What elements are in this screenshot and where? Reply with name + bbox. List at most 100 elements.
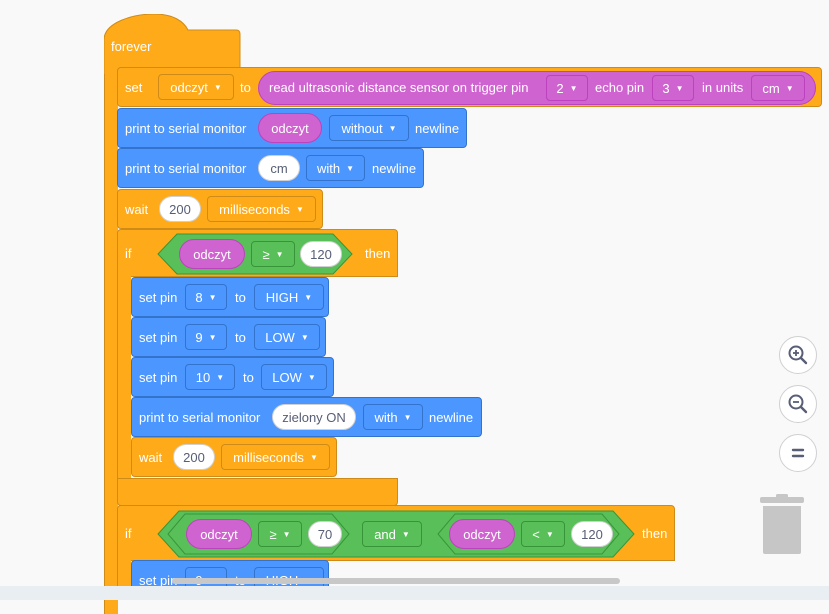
then-label: then [642,526,668,541]
text-input[interactable]: zielony ON [272,404,356,430]
pin-state-dropdown[interactable]: LOW▼ [261,364,327,390]
print-serial-block[interactable]: print to serial monitor zielony ON with▼… [131,397,482,437]
then-label: then [365,246,391,261]
if-block[interactable]: if odczyt ≥▼ 120 then [117,229,398,277]
logic-operator-dropdown[interactable]: and▼ [362,521,422,547]
trash-icon[interactable] [758,494,806,556]
forever-block[interactable]: forever [104,14,241,614]
horizontal-scrollbar[interactable] [172,578,620,584]
zoom-out-button[interactable] [779,385,817,423]
chevron-down-icon: ▼ [569,83,578,93]
variable-reporter-odczyt[interactable]: odczyt [179,239,245,269]
set-pin-label: set pin [139,573,178,588]
text-input[interactable]: cm [258,155,300,181]
pin-value: 8 [195,289,203,305]
variable-dropdown[interactable]: odczyt▼ [158,74,234,100]
operator-dropdown[interactable]: ≥▼ [258,521,302,547]
operator-dropdown[interactable]: ≥▼ [251,241,295,267]
chevron-down-icon: ▼ [300,332,309,342]
time-unit-dropdown[interactable]: milliseconds▼ [221,444,330,470]
reporter-label: odczyt [193,246,231,262]
newline-mode-dropdown[interactable]: with ▼ [306,155,365,181]
code-workspace: { "forever": {"label": "forever"}, "set_… [0,14,829,614]
if-label: if [125,246,132,261]
newline-label: newline [415,121,460,136]
pin-dropdown[interactable]: 10 ▼ [185,364,235,390]
chevron-down-icon: ▼ [401,529,410,539]
number-input[interactable]: 200 [173,444,215,470]
pin-state-value: LOW [272,369,302,385]
mode-value: with [374,409,398,425]
if-label: if [125,526,132,541]
zoom-in-icon [788,345,808,365]
number-input-value: 200 [169,201,191,217]
variable-name: odczyt [170,79,208,95]
operator-value: ≥ [262,246,270,262]
variable-reporter-odczyt[interactable]: odczyt [186,519,252,549]
number-input[interactable]: 120 [300,241,342,267]
pin-dropdown[interactable]: 8▼ [185,284,227,310]
trigger-pin-value: 2 [556,80,564,96]
mode-value: with [316,160,341,176]
number-input[interactable]: 70 [308,521,342,547]
set-pin-label: set pin [139,290,178,305]
newline-mode-dropdown[interactable]: with▼ [363,404,423,430]
number-input-value: 200 [183,449,205,465]
reporter-text: read ultrasonic distance sensor on trigg… [269,80,529,95]
variable-reporter-odczyt[interactable]: odczyt [258,113,322,143]
pin-dropdown[interactable]: 9▼ [185,324,227,350]
set-pin-block[interactable]: set pin 8▼ to HIGH▼ [131,277,329,317]
pin-state-dropdown[interactable]: LOW▼ [254,324,320,350]
chevron-down-icon: ▼ [208,332,217,342]
if-arm [117,276,131,478]
number-input[interactable]: 200 [159,196,201,222]
chevron-down-icon: ▼ [216,372,225,382]
zoom-in-button[interactable] [779,336,817,374]
to-label: to [235,330,246,345]
echo-pin-dropdown[interactable]: 3▼ [652,75,694,101]
chevron-down-icon: ▼ [388,123,397,133]
time-unit-dropdown[interactable]: milliseconds▼ [207,196,316,222]
set-pin-label: set pin [139,370,178,385]
variable-reporter-odczyt[interactable]: odczyt [449,519,515,549]
set-variable-block[interactable]: set odczyt▼ to read ultrasonic distance … [117,67,822,107]
to-label: to [240,80,251,95]
wait-block[interactable]: wait 200 milliseconds▼ [131,437,337,477]
if-block[interactable]: if odczyt ≥▼ 70 and▼ odczyt <▼ 120 then [117,505,675,561]
chevron-down-icon: ▼ [282,529,291,539]
chevron-down-icon: ▼ [675,83,684,93]
forever-hat-shape [104,14,241,84]
set-pin-block[interactable]: set pin 10▼ to LOW▼ [131,357,334,397]
echo-pin-value: 3 [662,80,670,96]
text-input-value: zielony ON [282,409,346,425]
ultrasonic-reporter[interactable]: read ultrasonic distance sensor on trigg… [258,71,816,105]
pin-value: 10 [195,369,211,385]
if-footer [117,478,398,506]
reset-zoom-button[interactable] [779,434,817,472]
newline-label: newline [429,410,474,425]
wait-label: wait [139,450,163,465]
print-label: print to serial monitor [125,121,247,136]
chevron-down-icon: ▼ [785,83,794,93]
text-input-value: cm [270,160,288,176]
print-label: print to serial monitor [125,161,247,176]
mode-value: without [341,120,383,136]
set-pin-block[interactable]: set pin 9▼ to LOW▼ [131,317,326,357]
chevron-down-icon: ▼ [346,163,355,173]
number-input[interactable]: 120 [571,521,613,547]
chevron-down-icon: ▼ [545,529,554,539]
pin-state-dropdown[interactable]: HIGH▼ [254,284,324,310]
print-serial-block[interactable]: print to serial monitor odczyt without▼ … [117,108,467,148]
units-dropdown[interactable]: cm▼ [751,75,805,101]
trigger-pin-dropdown[interactable]: 2▼ [546,75,588,101]
newline-mode-dropdown[interactable]: without ▼ [329,115,409,141]
operator-dropdown[interactable]: <▼ [521,521,565,547]
wait-block[interactable]: wait 200 milliseconds▼ [117,189,323,229]
pin-state-value: HIGH [265,289,299,305]
equals-icon [791,448,805,458]
number-input-value: 120 [310,246,332,262]
operator-value: ≥ [269,526,277,542]
operator-value: < [532,526,540,542]
set-label: set [125,80,143,95]
print-serial-block[interactable]: print to serial monitor cm with▼ newline [117,148,424,188]
